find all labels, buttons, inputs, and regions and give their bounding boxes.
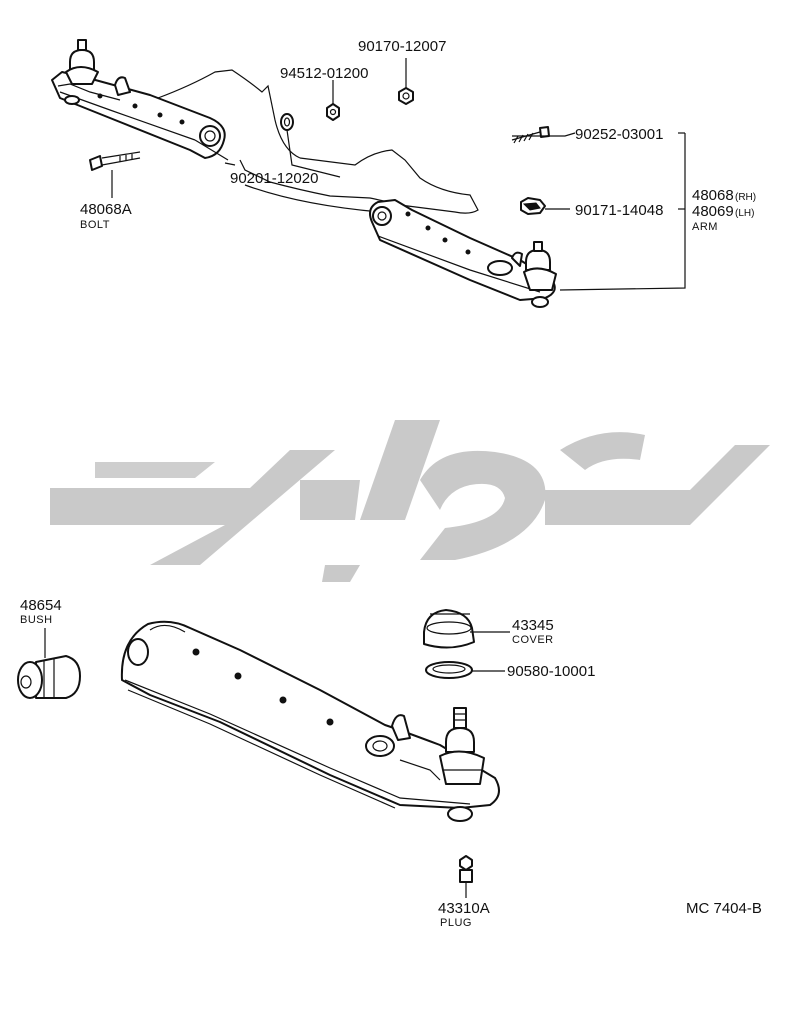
- ring-90580: [425, 661, 473, 679]
- label-43310A-plug: PLUG: [440, 917, 472, 929]
- arm-assembly-left: [51, 39, 226, 159]
- label-43310A: 43310A: [438, 900, 490, 917]
- hardware-nut-90170: [398, 87, 414, 105]
- hardware-bolt-90252: [511, 126, 550, 144]
- label-48654-bush: BUSH: [20, 614, 53, 626]
- label-48068-rh: (RH): [735, 192, 756, 203]
- label-48068A: 48068A: [80, 201, 132, 218]
- leader-lines: [44, 58, 686, 898]
- chassis-outline: [157, 69, 479, 214]
- label-48069: 48069: [692, 203, 734, 220]
- hardware-nut-94512: [326, 103, 340, 121]
- label-90580-10001: 90580-10001: [507, 663, 595, 680]
- arm-assembly-right: [369, 199, 557, 308]
- label-90201-12020: 90201-12020: [230, 170, 318, 187]
- diagram-id: MC 7404-B: [686, 900, 762, 917]
- label-48068A-bolt: BOLT: [80, 219, 110, 231]
- label-48068: 48068: [692, 187, 734, 204]
- part-labels: 90170-12007 94512-01200 90252-03001 9020…: [20, 38, 762, 929]
- bush-48654: [17, 655, 81, 699]
- label-48069-lh: (LH): [735, 208, 754, 219]
- label-arm: ARM: [692, 221, 718, 233]
- label-48654: 48654: [20, 597, 62, 614]
- arm-exploded: [120, 620, 500, 822]
- hardware-nut-90171: [520, 197, 546, 215]
- hardware-washer-90201: [280, 113, 294, 131]
- hardware-bolt-48068A: [89, 151, 141, 171]
- plug-43310A: [459, 855, 473, 883]
- cover-43345: [423, 609, 475, 649]
- label-43345: 43345: [512, 617, 554, 634]
- watermark-logo: [50, 420, 770, 582]
- label-90252-03001: 90252-03001: [575, 126, 663, 143]
- label-90171-14048: 90171-14048: [575, 202, 663, 219]
- label-90170-12007: 90170-12007: [358, 38, 446, 55]
- label-94512-01200: 94512-01200: [280, 65, 368, 82]
- label-43345-cover: COVER: [512, 634, 554, 646]
